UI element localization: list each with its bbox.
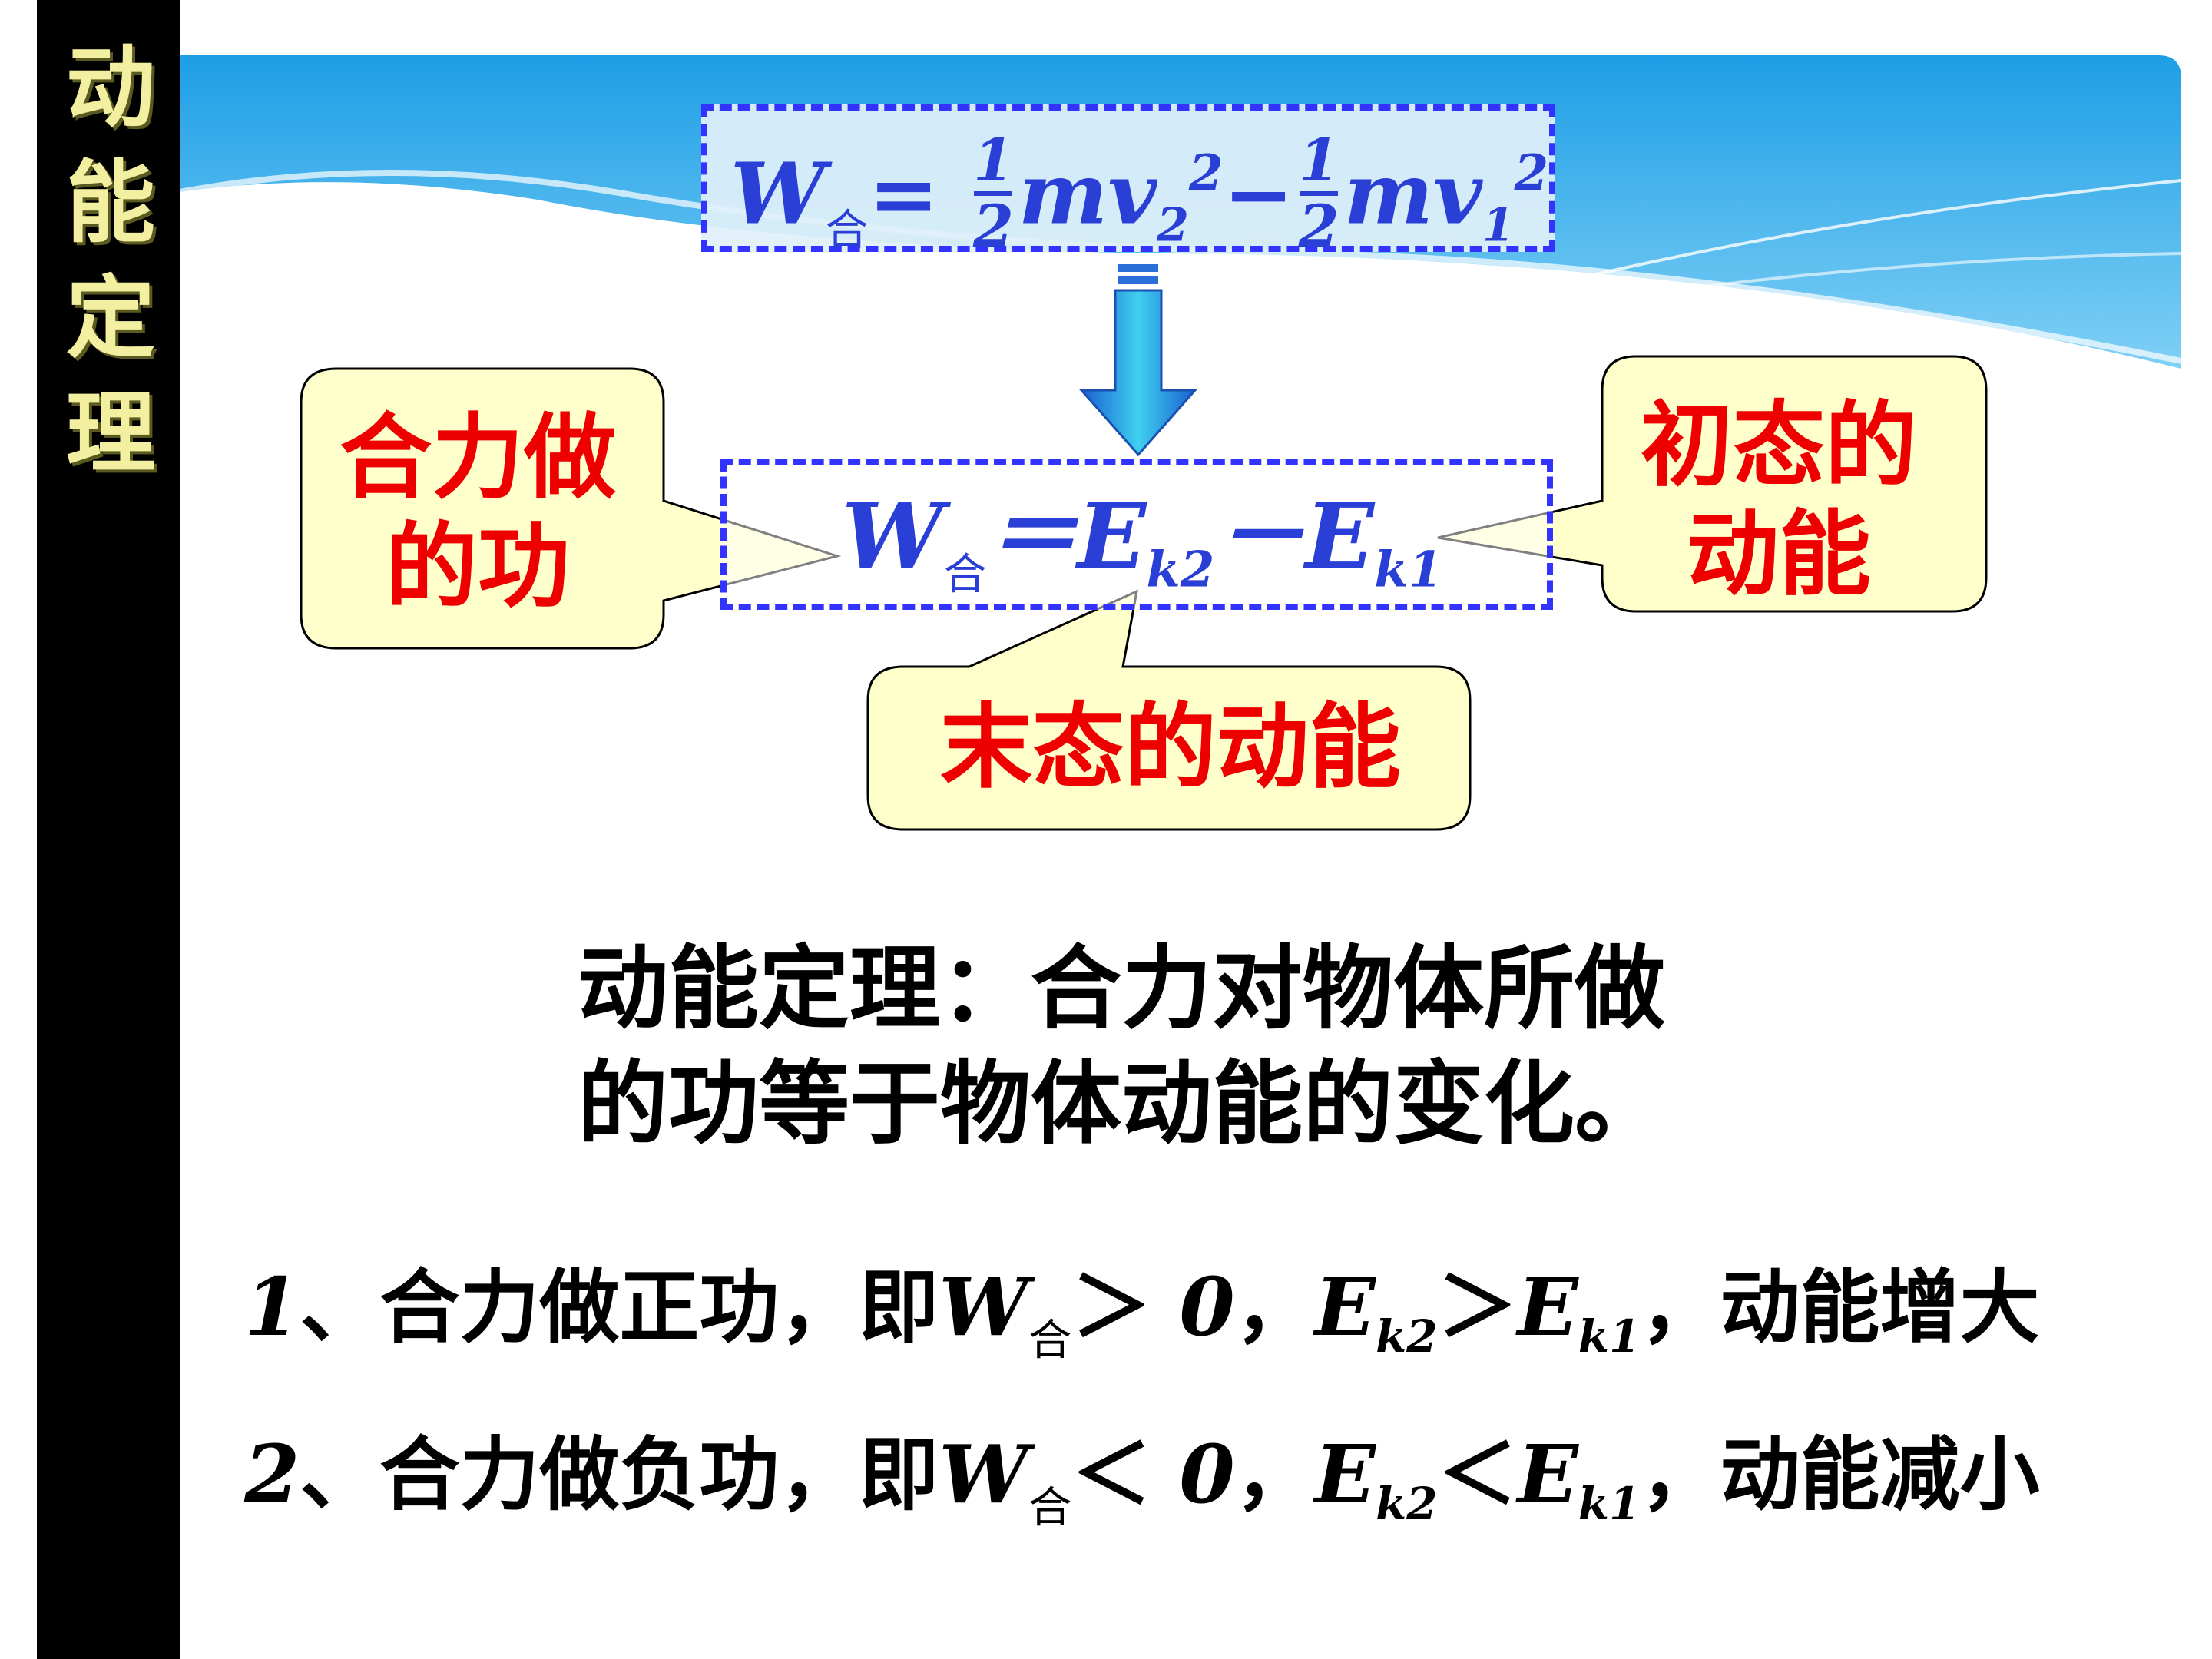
energy-final-subscript: k2 bbox=[1146, 541, 1215, 599]
theorem-line: 的功等于物体动能的变化。 bbox=[578, 1051, 1666, 1157]
work-subscript: 合 bbox=[943, 550, 987, 600]
work-symbol: W bbox=[842, 482, 944, 589]
energy-subscript: k1 bbox=[1578, 1310, 1641, 1363]
sidebar-title: 动 能 定 理 bbox=[57, 31, 164, 492]
sidebar-title-char: 理 bbox=[66, 382, 155, 485]
callout-right-bubble bbox=[1437, 355, 1988, 613]
fraction-denominator: 2 bbox=[1298, 191, 1339, 260]
v1-superscript: 2 bbox=[1514, 144, 1549, 202]
callout-right-text: 初态的 动能 bbox=[1618, 392, 1940, 610]
relation-sign: ＜ bbox=[1071, 1428, 1180, 1522]
work-symbol: W bbox=[939, 1427, 1029, 1522]
point-tail: ，动能减小 bbox=[1640, 1428, 2040, 1522]
energy-symbol: E bbox=[1517, 1427, 1578, 1522]
banner-line-1 bbox=[1305, 179, 2182, 355]
callout-left-text: 合力做 的功 bbox=[316, 404, 639, 622]
callout-bottom-text: 末态的动能 bbox=[940, 694, 1401, 801]
energy-final: Ek2 bbox=[1314, 1427, 1438, 1530]
callout-right-line: 初态的 bbox=[1641, 392, 1917, 499]
fraction-bar bbox=[1300, 190, 1339, 196]
callout-left-bubble bbox=[300, 367, 842, 650]
fraction-bar bbox=[974, 190, 1013, 196]
callout-right-line: 动能 bbox=[1687, 502, 1871, 608]
v2-superscript: 2 bbox=[1188, 144, 1224, 202]
fraction-numerator: 1 bbox=[973, 125, 1014, 194]
sidebar-title-char: 能 bbox=[66, 151, 155, 255]
point-negative-work: 2、合力做负功，即W合＜ 0，Ek2＜Ek1，动能减小 bbox=[244, 1421, 2210, 1558]
banner-line-2 bbox=[1382, 252, 2182, 339]
energy-initial: Ek1 bbox=[1517, 1427, 1641, 1530]
mv-term-initial: mv bbox=[1343, 144, 1482, 243]
point-positive-work: 1、合力做正功，即W合＞ 0，Ek2＞Ek1，动能增大 bbox=[244, 1253, 2210, 1390]
v1-subscript: 1 bbox=[1482, 198, 1515, 253]
point-number: 1 bbox=[244, 1260, 300, 1354]
separator: ， bbox=[1234, 1260, 1315, 1354]
energy-initial-symbol: E bbox=[1305, 482, 1375, 589]
point-tail: ，动能增大 bbox=[1640, 1260, 2040, 1354]
fraction-numerator: 1 bbox=[1298, 125, 1339, 194]
point-lead: 、合力做负功，即 bbox=[300, 1428, 939, 1522]
formula-kinetic-energy-expression: W合＝Ek2－Ek1 bbox=[842, 482, 1442, 624]
callout-bottom-bubble bbox=[866, 589, 1472, 831]
energy-symbol: E bbox=[1314, 1260, 1376, 1354]
mv-term-final: mv bbox=[1018, 144, 1157, 243]
equals-sign: = bbox=[868, 144, 939, 243]
energy-initial-subscript: k1 bbox=[1374, 541, 1443, 599]
v2-subscript: 2 bbox=[1157, 198, 1189, 253]
minus-sign: － bbox=[1214, 482, 1306, 589]
minus-sign: − bbox=[1223, 144, 1294, 243]
work-symbol: W bbox=[730, 144, 826, 243]
sidebar-title-char: 动 bbox=[66, 36, 155, 140]
fraction-denominator: 2 bbox=[973, 191, 1014, 260]
zero-value: 0 bbox=[1179, 1260, 1235, 1354]
work-symbol: W bbox=[939, 1260, 1029, 1354]
separator: ， bbox=[1234, 1428, 1315, 1522]
energy-symbol: E bbox=[1314, 1427, 1376, 1522]
sidebar-title-char: 定 bbox=[66, 267, 155, 370]
down-arrow-icon bbox=[1078, 264, 1198, 457]
relation-sign: ＞ bbox=[1437, 1260, 1518, 1354]
zero-value: 0 bbox=[1179, 1427, 1235, 1522]
work-subscript: 合 bbox=[1028, 1483, 1072, 1533]
point-lead: 、合力做正功，即 bbox=[300, 1260, 939, 1354]
work-subscript: 合 bbox=[1028, 1316, 1072, 1366]
formula-kinetic-energy: W合＝Ek2－Ek1 bbox=[720, 459, 1553, 610]
energy-initial: Ek1 bbox=[1517, 1260, 1641, 1363]
energy-final: Ek2 bbox=[1314, 1260, 1438, 1363]
relation-sign: ＜ bbox=[1437, 1428, 1518, 1522]
energy-subscript: k2 bbox=[1376, 1310, 1438, 1363]
work-subscript: 合 bbox=[825, 205, 869, 256]
equals-sign: ＝ bbox=[986, 482, 1078, 589]
point-number: 2 bbox=[244, 1427, 300, 1522]
theorem-statement: 动能定理：合力对物体所做 的功等于物体动能的变化。 bbox=[578, 931, 1806, 1161]
callout-left-line: 的功 bbox=[386, 514, 570, 621]
sidebar bbox=[37, 0, 180, 1659]
energy-final-symbol: E bbox=[1077, 482, 1147, 589]
energy-symbol: E bbox=[1517, 1260, 1578, 1354]
relation-sign: ＞ bbox=[1071, 1260, 1180, 1354]
energy-subscript: k1 bbox=[1578, 1477, 1641, 1530]
theorem-line: 动能定理：合力对物体所做 bbox=[578, 935, 1666, 1041]
energy-subscript: k2 bbox=[1376, 1477, 1438, 1530]
callout-left-line: 合力做 bbox=[339, 405, 616, 512]
